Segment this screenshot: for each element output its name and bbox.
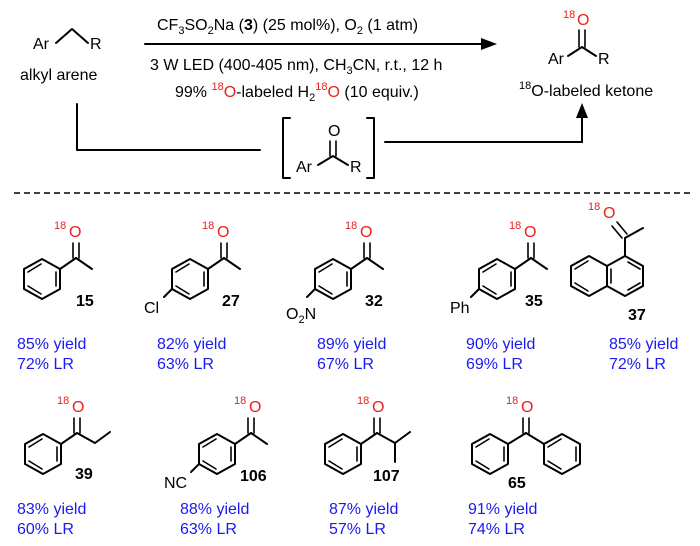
- oxygen-label: O: [249, 399, 261, 416]
- lr-text: 63% LR: [157, 356, 214, 373]
- compound-106: NC 18 O 106 88% yield 63% LR: [164, 395, 268, 538]
- compound-number: 37: [628, 307, 646, 324]
- isotope-label: 18: [588, 201, 600, 213]
- yield-text: 90% yield: [466, 336, 535, 353]
- isotope-label: 18: [202, 220, 214, 232]
- lr-text: 63% LR: [180, 521, 237, 538]
- oxygen-label: O: [603, 205, 615, 222]
- oxygen-label: O: [72, 399, 84, 416]
- reactant-name: alkyl arene: [20, 67, 97, 84]
- lr-text: 60% LR: [17, 521, 74, 538]
- product-ar-label: Ar: [548, 51, 565, 68]
- reactant-chain: [55, 28, 89, 44]
- isotope-label: 18: [357, 395, 369, 407]
- compound-number: 35: [525, 293, 543, 310]
- yield-text: 87% yield: [329, 501, 398, 518]
- yield-text: 91% yield: [468, 501, 537, 518]
- conditions-line-1: CF3SO2Na (3) (25 mol%), O2 (1 atm): [157, 17, 418, 37]
- product-isotope: 18: [563, 9, 575, 21]
- isotope-label: 18: [506, 395, 518, 407]
- conditions-line-2: 3 W LED (400-405 nm), CH3CN, r.t., 12 h: [150, 57, 442, 77]
- isotope-label: 18: [57, 395, 69, 407]
- isotope-label: 18: [509, 220, 521, 232]
- compound-107: 18 O 107 87% yield 57% LR: [324, 395, 411, 538]
- lr-text: 67% LR: [317, 356, 374, 373]
- substituent-label: Cl: [144, 300, 159, 317]
- intermediate-oxygen: O: [328, 123, 340, 140]
- reactant-r-label: R: [90, 36, 102, 53]
- reactant-alkyl-arene: Ar R alkyl arene: [20, 28, 102, 84]
- compound-number: 106: [240, 468, 267, 485]
- oxygen-label: O: [69, 224, 81, 241]
- product-chain: [567, 46, 597, 57]
- lr-text: 69% LR: [466, 356, 523, 373]
- oxygen-label: O: [521, 399, 533, 416]
- intermediate-r-label: R: [350, 159, 362, 176]
- yield-text: 85% yield: [609, 336, 678, 353]
- yield-text: 82% yield: [157, 336, 226, 353]
- compound-32: O2N 18 O 32 89% yield 67% LR: [286, 220, 386, 373]
- compound-39: 18 O 39 83% yield 60% LR: [17, 395, 111, 538]
- reaction-arrow: [144, 38, 497, 50]
- intermediate-pathway: O Ar R: [76, 103, 588, 179]
- intermediate-ar-label: Ar: [296, 159, 313, 176]
- oxygen-label: O: [372, 399, 384, 416]
- isotope-label: 18: [345, 220, 357, 232]
- product-oxygen: O: [577, 12, 589, 29]
- bracket-right: [366, 117, 375, 179]
- compound-37: 18 O 37 85% yield 72% LR: [570, 201, 678, 373]
- lr-text: 74% LR: [468, 521, 525, 538]
- yield-text: 83% yield: [17, 501, 86, 518]
- bracket-left: [282, 117, 291, 179]
- lr-text: 57% LR: [329, 521, 386, 538]
- substituent-label: O2N: [286, 306, 316, 326]
- compound-number: 65: [508, 475, 526, 492]
- conditions-line-3: 99% 18O-labeled H218O (10 equiv.): [175, 81, 419, 104]
- oxygen-label: O: [524, 224, 536, 241]
- substituent-label: Ph: [450, 300, 470, 317]
- compound-number: 15: [76, 293, 94, 310]
- yield-text: 89% yield: [317, 336, 386, 353]
- reactant-ar-label: Ar: [33, 36, 50, 53]
- lr-text: 72% LR: [17, 356, 74, 373]
- lr-text: 72% LR: [609, 356, 666, 373]
- oxygen-label: O: [360, 224, 372, 241]
- yield-text: 88% yield: [180, 501, 249, 518]
- compound-number: 39: [75, 466, 93, 483]
- compound-15: 18 O 15 85% yield 72% LR: [17, 220, 94, 373]
- compound-number: 32: [365, 293, 383, 310]
- yield-text: 85% yield: [17, 336, 86, 353]
- oxygen-label: O: [217, 224, 229, 241]
- compound-27: Cl 18 O 27 82% yield 63% LR: [144, 220, 241, 373]
- compound-65: 18 O 65 91% yield 74% LR: [468, 395, 581, 538]
- product-name: 18O-labeled ketone: [519, 80, 653, 100]
- compound-number: 107: [373, 468, 400, 485]
- compound-number: 27: [222, 293, 240, 310]
- isotope-label: 18: [54, 220, 66, 232]
- product-r-label: R: [598, 51, 610, 68]
- isotope-label: 18: [234, 395, 246, 407]
- compound-35: Ph 18 O 35 90% yield 69% LR: [450, 220, 548, 373]
- product-ketone: 18 O Ar R 18O-labeled ketone: [519, 9, 653, 100]
- substituent-label: NC: [164, 475, 187, 492]
